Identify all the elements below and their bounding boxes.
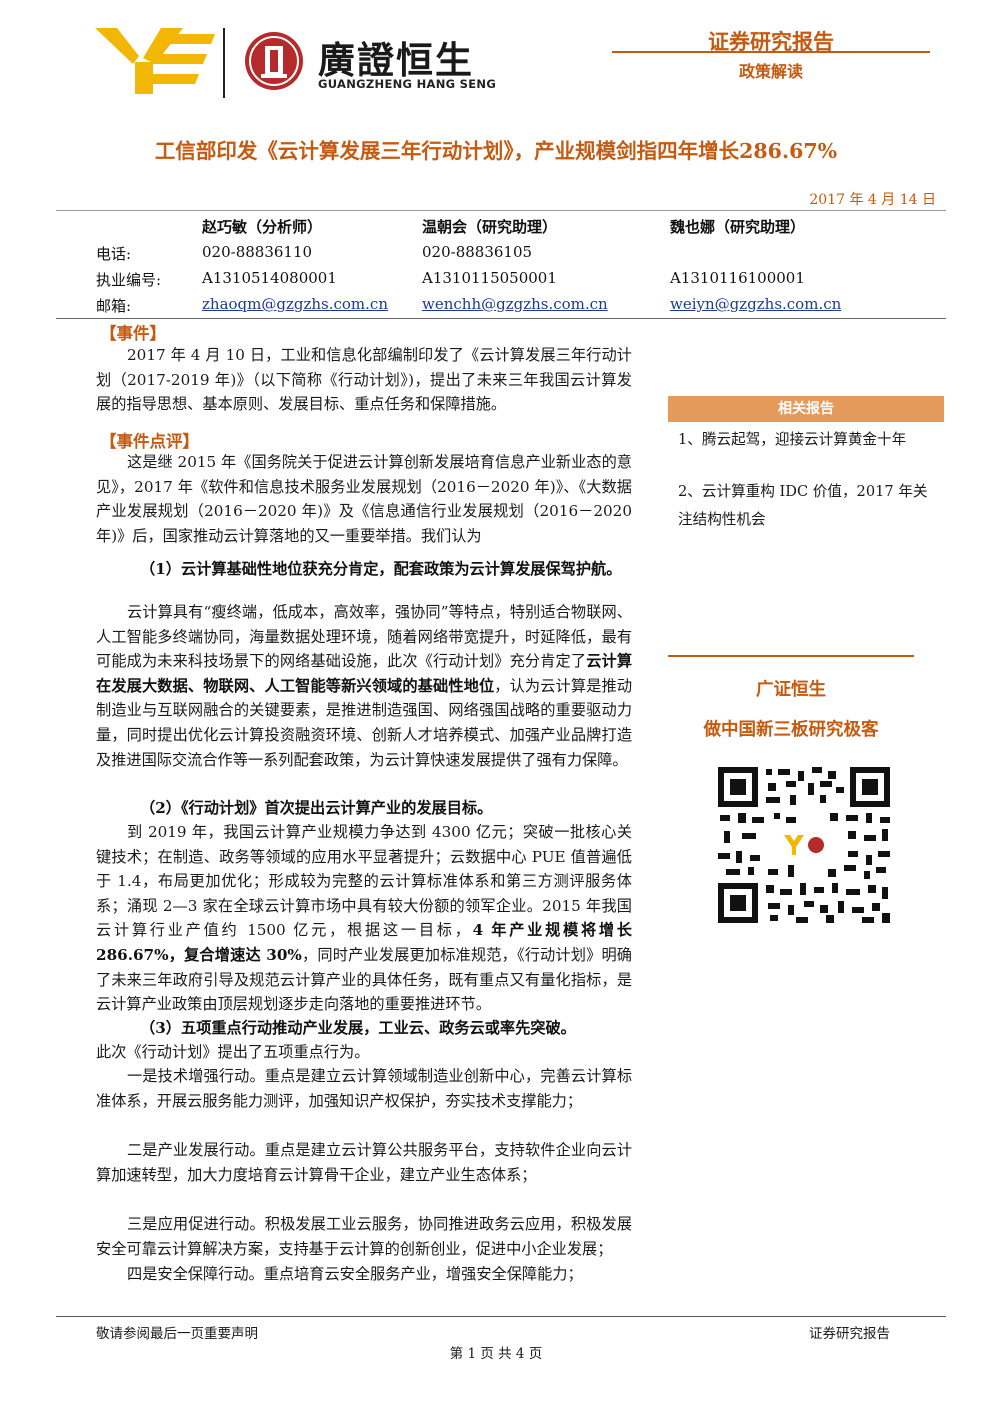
comment-paragraph: 这是继 2015 年《国务院关于促进云计算创新发展培育信息产业新业态的意见》，2…: [96, 453, 632, 545]
footer-report-type: 证券研究报告: [809, 1326, 890, 1342]
analyst-email-link[interactable]: weiyn@gzgzhs.com.cn: [670, 295, 842, 313]
point1-emphasis: 云计算在发展大数据、物联网、人工智能等新兴领域的基础性地位: [96, 652, 633, 695]
analyst-email-link[interactable]: zhaoqm@gzgzhs.com.cn: [202, 295, 388, 313]
report-type: 证券研究报告: [708, 30, 834, 54]
brand-name-cn: 廣證恒生: [318, 39, 474, 82]
analyst-phone: 020-88836110: [202, 243, 313, 261]
analyst-license: A1310115050001: [422, 269, 557, 287]
analyst-license: A1310514080001: [202, 269, 337, 287]
action-item: 二是产业发展行动。重点是建立云计算公共服务平台，支持软件企业向云计算加速转型，加…: [96, 1141, 632, 1184]
point3-intro: 此次《行动计划》提出了五项重点行为。: [96, 1043, 370, 1061]
analyst-license: A1310116100001: [670, 269, 805, 287]
sidebar-brand: 广证恒生: [756, 680, 826, 700]
event-paragraph: 2017 年 4 月 10 日，工业和信息化部编制印发了《云计算发展三年行动计划…: [96, 346, 632, 414]
logo-divider: [223, 28, 225, 98]
related-reports-header: 相关报告: [668, 396, 944, 422]
footer-disclaimer: 敬请参阅最后一页重要声明: [96, 1326, 258, 1342]
page-title: 工信部印发《云计算发展三年行动计划》，产业规模剑指四年增长286.67%: [154, 139, 838, 163]
analyst-name: 温朝会（研究助理）: [422, 218, 558, 236]
analyst-email-link[interactable]: wenchh@gzgzhs.com.cn: [422, 295, 608, 313]
related-report-link[interactable]: 1、腾云起驾，迎接云计算黄金十年: [678, 431, 907, 448]
brand-name-en: GUANGZHENG HANG SENG: [318, 77, 497, 91]
phone-label: 电话:: [96, 245, 132, 263]
point2-paragraph: 到 2019 年，我国云计算产业规模力争达到 4300 亿元；突破一批核心关键技…: [96, 823, 632, 1014]
action-item: 四是安全保障行动。重点培育云安全服务产业，增强安全保障能力；: [127, 1265, 583, 1283]
analyst-name: 魏也娜（研究助理）: [670, 218, 806, 236]
report-type-rule: [612, 51, 930, 53]
email-label: 邮箱:: [96, 297, 132, 315]
point2-emphasis: 4 年产业规模将增长 286.67%，复合增速达 30%: [96, 921, 632, 964]
divider: [56, 318, 946, 319]
action-item: 一是技术增强行动。重点是建立云计算领域制造业创新中心，完善云计算标准体系，开展云…: [96, 1067, 632, 1110]
report-subtype: 政策解读: [738, 62, 803, 81]
point1-paragraph: 云计算具有“瘦终端，低成本，高效率，强协同”等特点，特别适合物联网、人工智能多终…: [96, 603, 633, 769]
sidebar-divider: [668, 655, 914, 657]
divider: [56, 210, 946, 211]
analyst-name: 赵巧敏（分析师）: [202, 218, 323, 236]
point2-heading: （2）《行动计划》首次提出云计算产业的发展目标。: [140, 799, 493, 817]
sidebar-slogan: 做中国新三板研究极客: [703, 720, 879, 740]
point1-heading: （1）云计算基础性地位获充分肯定，配套政策为云计算发展保驾护航。: [140, 560, 622, 578]
related-report-link[interactable]: 2、云计算重构 IDC 价值，2017 年关注结构性机会: [678, 483, 928, 528]
action-item: 三是应用促进行动。积极发展工业云服务，协同推进政务云应用，积极发展安全可靠云计算…: [96, 1215, 632, 1258]
analyst-phone: 020-88836105: [422, 243, 533, 261]
report-date: 2017 年 4 月 14 日: [809, 192, 936, 208]
comment-section-title: 【事件点评】: [100, 432, 199, 451]
ye-logo-icon: [95, 28, 215, 94]
license-label: 执业编号:: [96, 271, 162, 289]
page-number: 第 1 页 共 4 页: [449, 1346, 543, 1362]
event-section-title: 【事件】: [100, 324, 166, 343]
footer-divider: [56, 1316, 946, 1317]
seal-logo-icon: [245, 32, 303, 90]
point3-heading: （3）五项重点行动推动产业发展，工业云、政务云或率先突破。: [140, 1019, 576, 1037]
qr-code-icon: [716, 765, 892, 925]
